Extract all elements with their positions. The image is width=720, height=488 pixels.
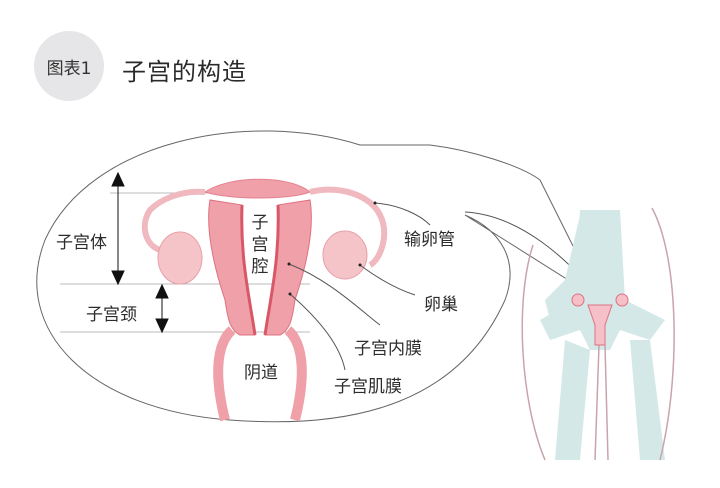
uterus-left-wall — [208, 199, 256, 336]
left-ovary — [157, 231, 203, 285]
label-fallopian-tube: 输卵管 — [404, 230, 455, 250]
label-uterine-cavity: 子 宫 腔 — [250, 212, 270, 278]
label-endometrium: 子宫内膜 — [354, 339, 422, 359]
uterus-right-wall — [264, 199, 312, 336]
body-silhouette — [521, 207, 675, 461]
label-uterine-body: 子宫体 — [56, 233, 107, 253]
vagina-right — [284, 326, 307, 422]
callout-ellipse — [36, 130, 602, 423]
label-cervix: 子宫颈 — [86, 305, 137, 325]
label-vagina: 阴道 — [244, 363, 278, 383]
vagina-left — [213, 326, 236, 422]
figure-title: 子宫的构造 — [122, 58, 247, 86]
uterine-body-arrow — [111, 171, 125, 286]
label-uterine-cavity-char-2: 宫 — [251, 235, 269, 255]
label-ovary: 卵巢 — [424, 295, 458, 315]
label-uterine-cavity-char-3: 腔 — [251, 257, 269, 277]
figure-badge: 图表1 — [34, 31, 104, 101]
cervix-arrow — [155, 283, 169, 334]
label-uterine-cavity-char-1: 子 — [251, 213, 269, 233]
right-ovary — [322, 230, 368, 280]
label-myometrium: 子宫肌膜 — [334, 377, 402, 397]
